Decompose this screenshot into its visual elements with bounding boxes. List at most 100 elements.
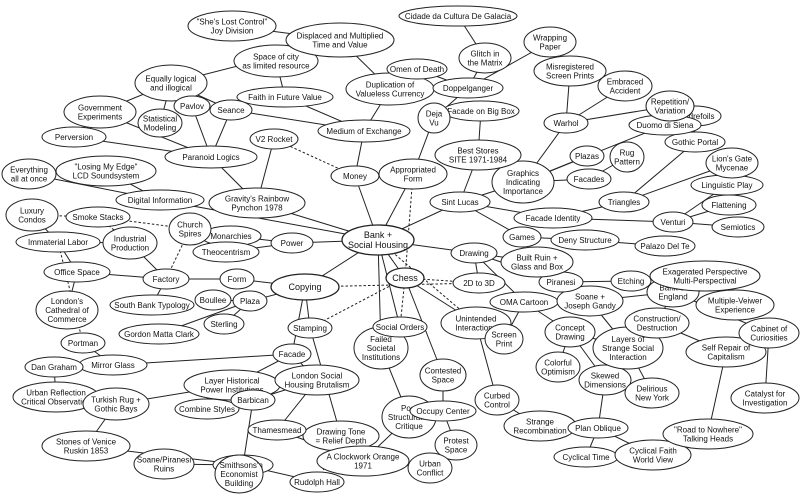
node-triangles: Triangles [598, 191, 650, 213]
node-label: Rudolph Hall [294, 478, 340, 487]
node-shape [35, 290, 99, 330]
node-label: OMA Cartoon [500, 298, 548, 307]
node-shape [705, 147, 759, 179]
node-shape [649, 260, 761, 292]
node-v2: V2 Rocket [249, 128, 299, 150]
node-label: Gordon Matta Clark [124, 330, 195, 339]
node-label: Facade on Big Box [447, 107, 515, 116]
node-shape [209, 99, 253, 121]
node-label: Flattening [711, 201, 746, 210]
node-shape [194, 289, 232, 311]
node-shape [5, 198, 59, 232]
node-shape [203, 313, 245, 335]
node-shape [614, 439, 692, 471]
node-seance: Seance [209, 99, 253, 121]
node-shape [452, 272, 506, 294]
node-shape [43, 261, 111, 283]
node-southbank: South Bank Typology [109, 294, 195, 316]
node-label: Occupy Center [416, 407, 470, 416]
node-shape [236, 86, 334, 108]
node-omen: Omen of Death [386, 58, 448, 80]
node-mirror: Mirror Glass [78, 354, 148, 376]
node-label: 2D to 3D [463, 279, 495, 288]
node-shape [434, 429, 478, 461]
node-shape [556, 285, 624, 317]
node-dangraham: Dan Graham [24, 356, 84, 378]
node-label: Dan Graham [31, 363, 77, 372]
node-palazzo: Palazo Del Te [634, 235, 696, 257]
node-plaza: Plaza [232, 290, 268, 312]
node-label: Social Orders [376, 323, 424, 332]
node-shelost: "She's Lost Control"Joy Division [187, 10, 277, 42]
node-shape [82, 387, 150, 421]
node-shape [432, 77, 504, 99]
node-paranoid: Paranoid Logics [164, 145, 258, 169]
node-shape [386, 58, 448, 80]
node-shape [214, 454, 264, 494]
node-shape [316, 445, 410, 477]
node-semiotics: Semiotics [711, 216, 765, 238]
node-turkish: Turkish Rug +Gothic Bays [82, 387, 150, 421]
node-shape [317, 119, 411, 143]
node-shape [232, 290, 268, 312]
node-label: "Road to Nowhere"Talking Heads [674, 425, 742, 443]
node-money: Money [330, 165, 380, 187]
node-label: Quadrefoils [674, 112, 715, 121]
node-shape [624, 307, 690, 339]
node-gmc: Gordon Matta Clark [118, 323, 200, 345]
node-label: Faith in Future Value [248, 93, 322, 102]
node-label: Barbican [237, 396, 269, 405]
node-cidade: Cidade da Cultura De Galacia [398, 5, 518, 27]
node-shape [289, 471, 345, 493]
node-plan: Plan Oblique [567, 417, 629, 439]
node-drawing: Drawing [450, 242, 498, 264]
node-shape [272, 343, 312, 365]
node-shape [219, 268, 255, 290]
node-shape [664, 131, 726, 153]
node-shape [598, 191, 650, 213]
node-label: Sterling [210, 320, 237, 329]
edge-appropriated-chess [404, 173, 414, 279]
edge-barbican-rustication [242, 399, 254, 466]
node-shape [610, 270, 652, 292]
node-shape [429, 191, 491, 213]
node-shape [270, 232, 314, 254]
node-label: Omen of Death [390, 65, 444, 74]
node-shape [15, 231, 101, 253]
node-label: Smoke Stacks [72, 213, 123, 222]
node-label: Turkish Rug +Gothic Bays [91, 395, 141, 413]
node-shape [624, 377, 680, 409]
node-sintlucas: Sint Lucas [429, 191, 491, 213]
node-chess: Chess [385, 267, 425, 289]
node-label: Duomo di Siena [637, 121, 694, 130]
